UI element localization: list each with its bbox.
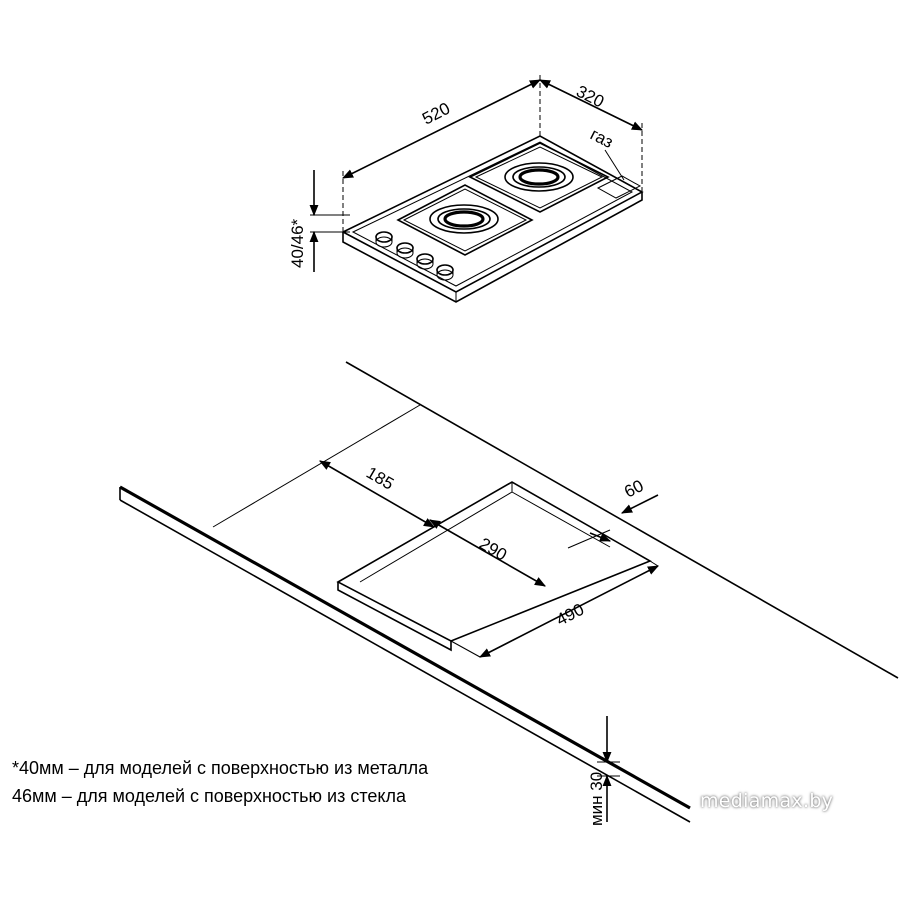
- front-burner-grid: [396, 184, 534, 256]
- gas-label: газ: [587, 125, 616, 152]
- control-knobs: [375, 231, 454, 281]
- countertop-drawing: [119, 361, 899, 823]
- note-metal: *40мм – для моделей с поверхностью из ме…: [12, 758, 429, 778]
- dim-width-label: 520: [419, 99, 453, 129]
- note-glass: 46мм – для моделей с поверхностью из сте…: [12, 786, 406, 806]
- dim-depth-label: 320: [573, 82, 607, 112]
- cutout-width-label: 290: [476, 534, 510, 565]
- hob-drawing: [309, 72, 644, 303]
- cutout: [336, 481, 652, 642]
- min-thickness-label: мин 30: [587, 772, 606, 826]
- dim-height-label: 40/46*: [288, 218, 307, 268]
- watermark: mediamax.by: [700, 790, 834, 812]
- front-burner: [429, 204, 499, 234]
- cutout-offset-back-label: 60: [621, 476, 646, 502]
